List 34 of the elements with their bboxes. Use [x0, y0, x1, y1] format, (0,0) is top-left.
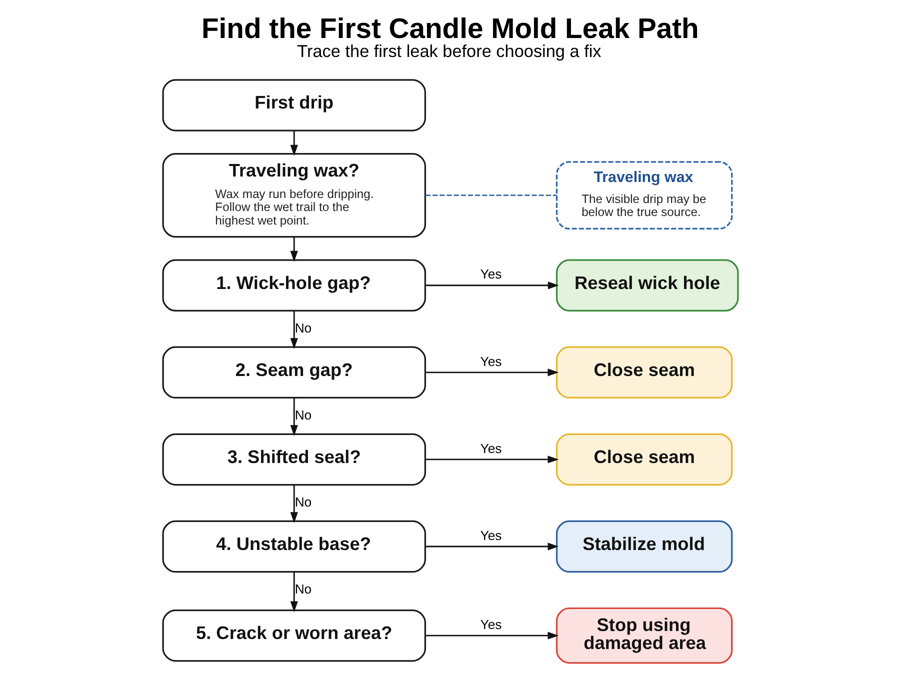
arrow — [290, 236, 298, 262]
node-box: 2. Seam gap? — [162, 346, 426, 399]
edge-label: Yes — [480, 354, 502, 369]
arrow — [425, 542, 558, 550]
node-box: 3. Shifted seal? — [162, 433, 426, 486]
node-box: Stabilize mold — [555, 520, 732, 573]
edge-label: No — [294, 407, 312, 422]
node-box: Reseal wick hole — [555, 259, 738, 312]
node-box: Close seam — [555, 433, 732, 486]
connector — [424, 194, 556, 196]
arrow — [425, 282, 558, 290]
arrow — [290, 398, 298, 436]
edge-label: Yes — [480, 440, 502, 456]
edge-label: No — [294, 320, 312, 336]
node-box: 1. Wick-hole gap? — [162, 259, 426, 312]
arrow — [290, 130, 298, 156]
edge-label: No — [294, 494, 312, 510]
arrow — [290, 310, 298, 350]
edge-label: Yes — [480, 616, 502, 632]
node-box: Close seam — [555, 346, 732, 399]
edge-label: Yes — [480, 528, 502, 543]
arrow — [290, 485, 298, 524]
arrow — [425, 456, 558, 464]
edge-label: No — [294, 581, 312, 596]
node-box: Traveling wax? Wax may run before dripping. Follow the wet trail to the highest wet point. — [162, 152, 426, 238]
edge-label: Yes — [480, 266, 502, 282]
arrow — [425, 632, 558, 640]
node-box: Traveling wax The visible drip may be below the true source. — [555, 161, 732, 230]
arrow — [290, 572, 298, 612]
node-box: Stop using damaged area — [555, 607, 732, 664]
node-box: 5. Crack or worn area? — [162, 609, 426, 662]
node-box: 4. Unstable base? — [162, 520, 426, 573]
node-box: First drip — [162, 79, 426, 132]
arrow — [425, 368, 558, 376]
